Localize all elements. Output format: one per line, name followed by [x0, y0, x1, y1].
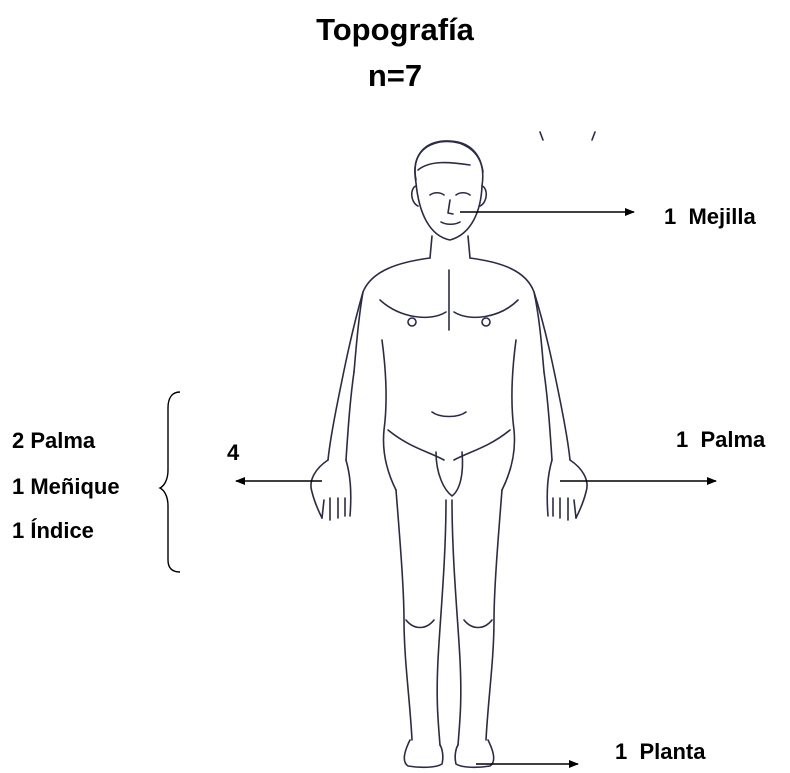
sole-label: 1 Planta [615, 739, 705, 765]
left-count-label: 4 [227, 440, 239, 466]
left-item-palma: 2 Palma [12, 428, 95, 454]
curly-brace [160, 392, 180, 572]
human-figure [311, 132, 595, 767]
right-palm-label: 1 Palma [676, 427, 765, 453]
cheek-label: 1 Mejilla [664, 204, 756, 230]
left-item-indice: 1 Índice [12, 518, 94, 544]
left-item-menique: 1 Meñique [12, 474, 120, 500]
